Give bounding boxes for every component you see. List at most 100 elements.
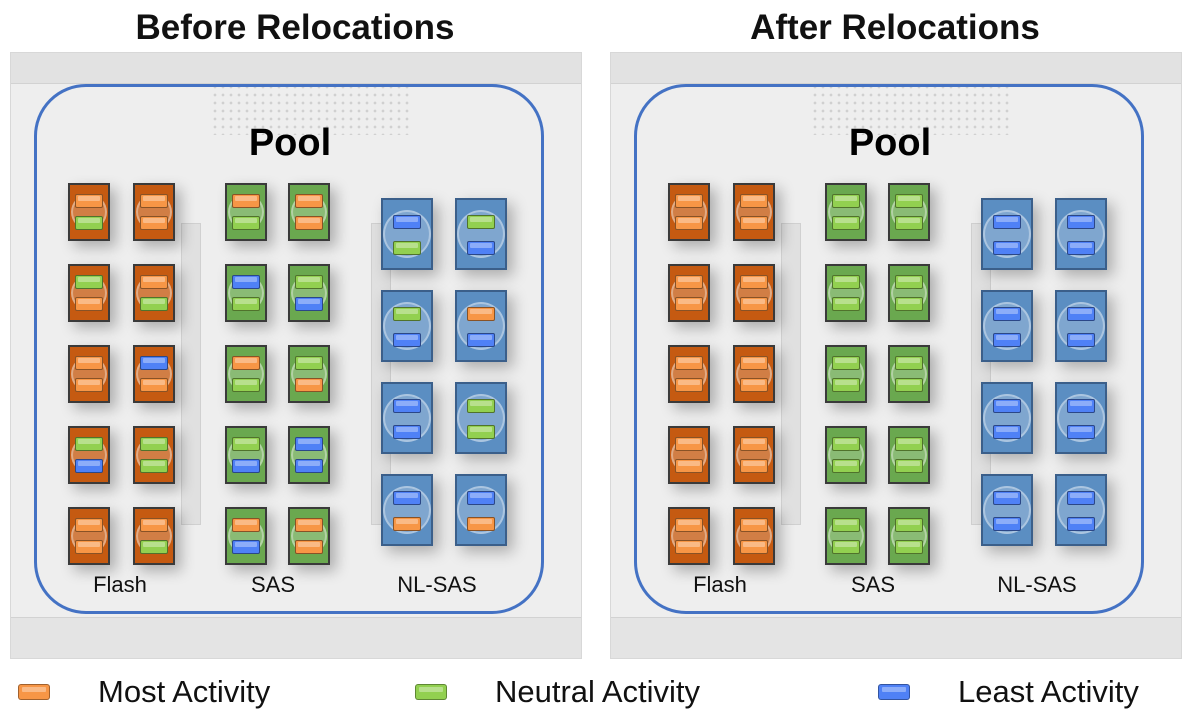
flash-drive (668, 345, 710, 403)
neutral-activity-slice (232, 378, 260, 392)
tier-label-flash: Flash (93, 572, 147, 597)
least-activity-slice (1067, 215, 1095, 229)
sas-drive (288, 426, 330, 484)
tier-label-flash: Flash (693, 572, 747, 597)
most-activity-slice (740, 540, 768, 554)
most-activity-slice (675, 459, 703, 473)
neutral-activity-slice (832, 356, 860, 370)
most-activity-slice (740, 275, 768, 289)
pool-label: Pool (248, 122, 332, 164)
least-activity-slice (993, 307, 1021, 321)
flash-drive (668, 183, 710, 241)
nl-sas-drive (381, 382, 433, 454)
neutral-activity-slice (895, 378, 923, 392)
most-activity-slice (675, 275, 703, 289)
least-activity-slice (295, 437, 323, 451)
neutral-activity-slice (140, 437, 168, 451)
neutral-activity-slice (232, 216, 260, 230)
flash-drive (68, 264, 110, 322)
legend-label: Most Activity (98, 673, 271, 709)
least-activity-slice (993, 399, 1021, 413)
least-activity-slice (467, 241, 495, 255)
most-activity-slice (740, 297, 768, 311)
neutral-activity-slice (832, 216, 860, 230)
sas-drive (825, 345, 867, 403)
neutral-activity-swatch (415, 683, 447, 700)
most-activity-slice (675, 540, 703, 554)
most-activity-slice (675, 216, 703, 230)
least-activity-slice (393, 491, 421, 505)
flash-drive (733, 345, 775, 403)
chassis-rail (781, 223, 801, 525)
least-activity-slice (467, 333, 495, 347)
flash-drive (68, 183, 110, 241)
neutral-activity-slice (832, 437, 860, 451)
panel-title: Before Relocations (135, 8, 455, 47)
most-activity-slice (740, 378, 768, 392)
neutral-activity-slice (140, 540, 168, 554)
most-activity-slice (675, 194, 703, 208)
neutral-activity-slice (832, 540, 860, 554)
least-activity-slice (993, 491, 1021, 505)
nl-sas-drive (381, 474, 433, 546)
neutral-activity-slice (467, 425, 495, 439)
sas-drive (825, 183, 867, 241)
flash-drive (668, 507, 710, 565)
nl-sas-drive (381, 290, 433, 362)
neutral-activity-slice (467, 399, 495, 413)
nl-sas-drive (381, 198, 433, 270)
neutral-activity-slice (895, 275, 923, 289)
neutral-activity-slice (140, 459, 168, 473)
flash-drive (733, 426, 775, 484)
most-activity-slice (75, 518, 103, 532)
nl-sas-drive (455, 382, 507, 454)
least-activity-slice (1067, 491, 1095, 505)
nl-sas-drive (1055, 474, 1107, 546)
most-activity-slice (675, 437, 703, 451)
most-activity-slice (140, 518, 168, 532)
flash-drive (133, 507, 175, 565)
most-activity-slice (467, 517, 495, 531)
least-activity-slice (393, 215, 421, 229)
neutral-activity-slice (393, 307, 421, 321)
sas-drive (225, 183, 267, 241)
after-relocations-panel: After Relocations Pool Flash SAS NL-SAS (600, 0, 1190, 660)
sas-drive (888, 264, 930, 322)
most-activity-slice (75, 378, 103, 392)
sas-drive (225, 345, 267, 403)
most-activity-slice (140, 216, 168, 230)
least-activity-slice (393, 425, 421, 439)
most-activity-slice (740, 216, 768, 230)
least-activity-slice (232, 540, 260, 554)
tier-label-sas: SAS (850, 572, 896, 597)
least-activity-slice (232, 459, 260, 473)
most-activity-slice (675, 297, 703, 311)
least-activity-slice (1067, 399, 1095, 413)
most-activity-slice (740, 194, 768, 208)
tier-label-sas: SAS (250, 572, 296, 597)
nl-sas-drive (455, 290, 507, 362)
legend-label: Least Activity (958, 673, 1139, 709)
neutral-activity-slice (832, 378, 860, 392)
nl-sas-drive (981, 290, 1033, 362)
flash-drive (68, 426, 110, 484)
sas-drive (888, 507, 930, 565)
sas-drive (225, 426, 267, 484)
chassis-vent (211, 83, 411, 135)
least-activity-slice (232, 275, 260, 289)
most-activity-slice (740, 459, 768, 473)
least-activity-slice (993, 333, 1021, 347)
nl-sas-drive (981, 382, 1033, 454)
neutral-activity-slice (895, 437, 923, 451)
nl-sas-drive (1055, 290, 1107, 362)
most-activity-slice (675, 518, 703, 532)
nl-sas-drive (1055, 198, 1107, 270)
chassis-vent (811, 83, 1011, 135)
least-activity-slice (1067, 241, 1095, 255)
least-activity-swatch (878, 683, 910, 700)
most-activity-slice (75, 194, 103, 208)
least-activity-slice (993, 215, 1021, 229)
nl-sas-drive (1055, 382, 1107, 454)
activity-legend: Most Activity Neutral Activity Least Act… (0, 670, 1190, 713)
nl-sas-drive (981, 474, 1033, 546)
